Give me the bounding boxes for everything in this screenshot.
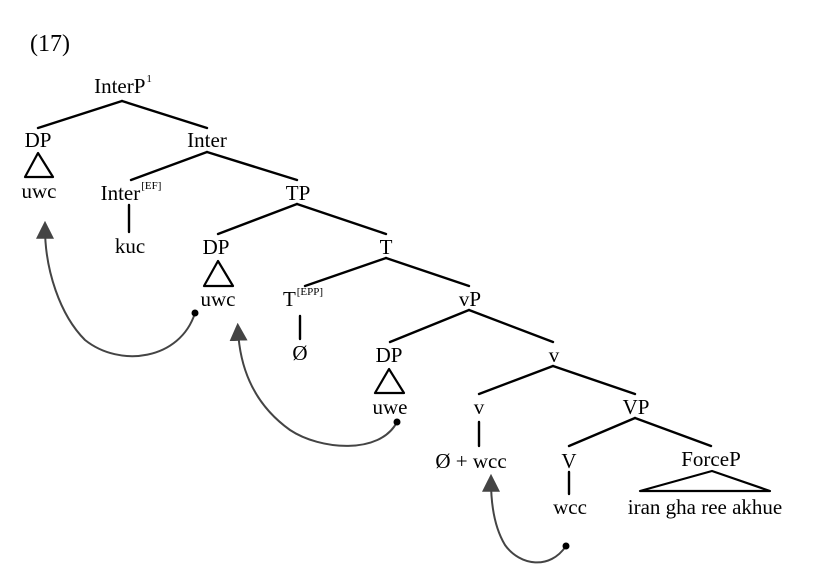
triangle-dp1 — [23, 151, 55, 179]
node-interp: InterP1 — [94, 73, 152, 98]
triangle-dp2 — [202, 259, 235, 288]
node-t: T — [379, 235, 393, 259]
movement-arrow-1 — [36, 220, 196, 358]
node-tp: TP — [285, 181, 311, 205]
node-t-epp: T[EPP] — [282, 286, 324, 311]
branch-tp-dp — [216, 202, 299, 236]
node-dp1: DP — [24, 128, 52, 152]
node-V: V — [561, 449, 577, 473]
node-null-plus-wcc: Ø + wcc — [435, 449, 507, 473]
branch-inter-tp — [205, 150, 299, 182]
movement-arrow-3 — [482, 473, 567, 564]
node-uwc2: uwc — [200, 287, 236, 311]
branch-bigvp-forcep — [633, 416, 713, 448]
node-v-bar: v — [548, 343, 560, 367]
node-dp2: DP — [202, 235, 230, 259]
branch-vp-vbar — [467, 308, 555, 344]
trace-dot-1 — [191, 309, 199, 317]
node-inter-ef: Inter[EF] — [100, 180, 162, 205]
trace-dot-2 — [393, 418, 401, 426]
node-v-head: v — [473, 395, 485, 419]
node-uwe: uwe — [372, 395, 408, 419]
branch-vbar-vhead — [477, 364, 555, 396]
node-forcep: ForceP — [681, 447, 741, 471]
branch-vbar-bigvp — [551, 364, 637, 396]
node-kuc: kuc — [114, 234, 146, 258]
trace-dot-3 — [562, 542, 570, 550]
example-number: (17) — [30, 31, 70, 57]
node-wcc: wcc — [553, 495, 587, 519]
branch-vp-dp — [388, 308, 471, 344]
node-null-t: Ø — [292, 341, 308, 365]
node-bigvp: VP — [622, 395, 650, 419]
node-inter: Inter — [187, 128, 227, 152]
movement-arrow-2 — [229, 322, 398, 447]
triangle-dp3 — [373, 367, 406, 395]
branch-t-vp — [384, 256, 471, 288]
branch-t-tepp — [303, 256, 388, 288]
node-uwc1: uwc — [21, 179, 57, 203]
branch-interp-dp — [36, 99, 124, 130]
node-force-content: iran gha ree akhue — [627, 495, 783, 519]
triangle-forcep — [638, 469, 772, 493]
branch-tp-t — [295, 202, 388, 236]
branch-bigvp-V — [567, 416, 637, 448]
node-dp3: DP — [375, 343, 403, 367]
branch-inter-interef — [129, 150, 209, 182]
branch-interp-inter — [120, 99, 209, 130]
node-vp: vP — [458, 287, 482, 311]
